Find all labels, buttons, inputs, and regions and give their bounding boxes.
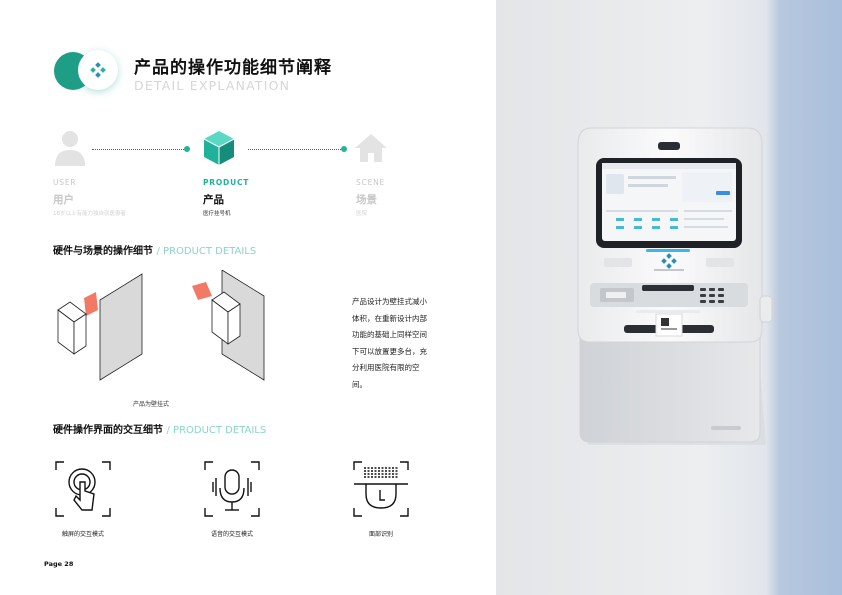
flow-product-en: PRODUCT xyxy=(203,178,250,187)
user-icon xyxy=(55,131,85,166)
flow-scene-cn: 场景 xyxy=(356,194,377,206)
flow-scene-desc: 医院 xyxy=(356,211,368,217)
voice-caption: 语音的交互模式 xyxy=(211,531,254,538)
page-number: Page 28 xyxy=(44,560,74,568)
description-paragraph: 产品设计为壁挂式减小体积，在重新设计内部功能的基础上同样空间下可以放置更多台，充… xyxy=(352,297,427,389)
touch-caption: 触屏的交互模式 xyxy=(62,531,105,538)
flow-product-desc: 医疗挂号机 xyxy=(203,211,231,217)
section2-title: 硬件操作界面的交互细节 xyxy=(53,425,163,436)
face-scan-icon xyxy=(353,461,409,517)
flow-scene-en: SCENE xyxy=(356,178,386,187)
page-title: 产品的操作功能细节阐释 xyxy=(134,58,332,78)
flow-dot-2 xyxy=(341,146,347,152)
diamond-logo-icon xyxy=(90,62,106,78)
illustration-caption: 产品为壁挂式 xyxy=(133,401,170,408)
page-subtitle: DETAIL EXPLANATION xyxy=(134,78,291,93)
section2-heading: 硬件操作界面的交互细节 / PRODUCT DETAILS xyxy=(53,421,266,436)
flow-user-desc: 18岁以上有能力独自就医患者 xyxy=(53,211,126,217)
logo-circle-white xyxy=(78,50,118,90)
section1-title: 硬件与场景的操作细节 xyxy=(53,246,153,257)
microphone-icon xyxy=(204,461,260,517)
touch-icon xyxy=(55,461,111,517)
product-photo xyxy=(496,0,842,595)
illustration-box-before xyxy=(57,273,143,381)
face-caption: 面部识别 xyxy=(369,531,394,538)
house-icon xyxy=(355,134,387,162)
flow-connector-1 xyxy=(92,149,186,150)
section2-subtitle: / PRODUCT DETAILS xyxy=(166,425,267,436)
cube-icon xyxy=(203,131,235,165)
illustration-box-mounted xyxy=(192,270,265,381)
section1-heading: 硬件与场景的操作细节 / PRODUCT DETAILS xyxy=(53,242,256,257)
flow-connector-2 xyxy=(248,149,343,150)
flow-user-en: USER xyxy=(53,178,77,187)
section1-subtitle: / PRODUCT DETAILS xyxy=(156,246,257,257)
kiosk-illustration xyxy=(577,127,773,445)
flow-dot-1 xyxy=(184,146,190,152)
flow-product-cn: 产品 xyxy=(203,194,224,206)
flow-user-cn: 用户 xyxy=(53,194,74,206)
